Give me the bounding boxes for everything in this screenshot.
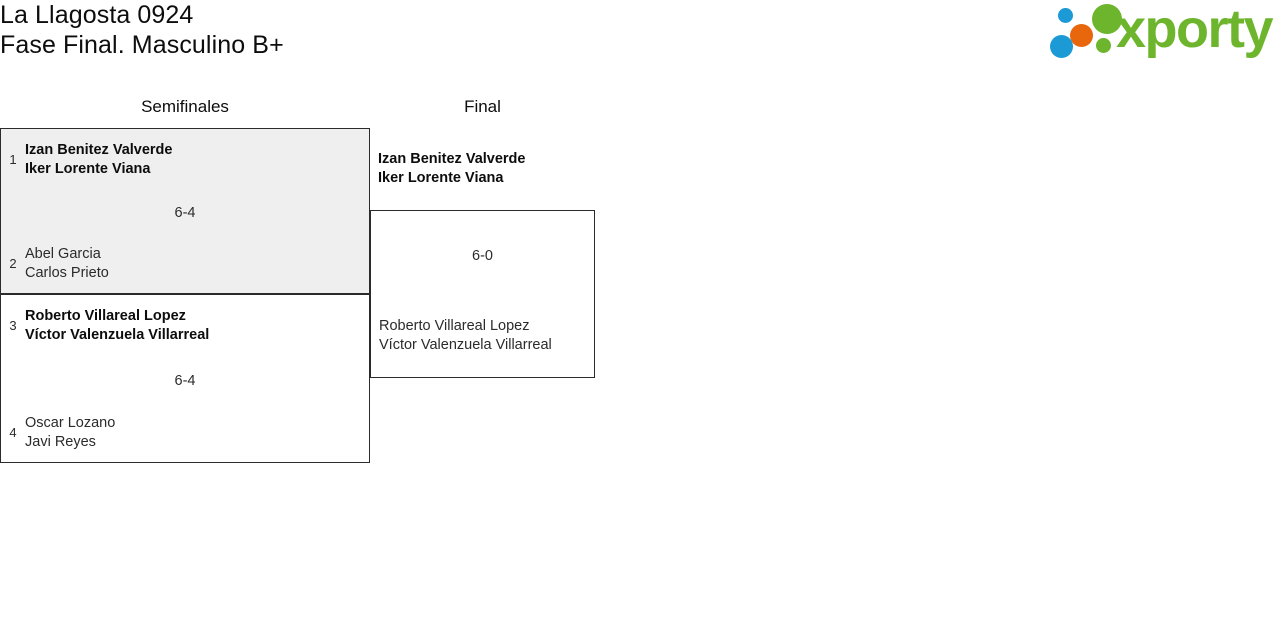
dot-blue-large-icon [1050, 35, 1073, 58]
dot-green-small-icon [1096, 38, 1111, 53]
player-name: Iker Lorente Viana [25, 161, 151, 177]
player-name: Roberto Villareal Lopez [379, 318, 530, 334]
player-name: Víctor Valenzuela Villarreal [379, 337, 552, 353]
dot-orange-icon [1070, 24, 1093, 47]
dot-green-large-icon [1092, 4, 1122, 34]
page-title: La Llagosta 0924 Fase Final. Masculino B… [0, 0, 900, 60]
match-score: 6-4 [174, 205, 196, 221]
team-names: Izan Benitez Valverde Iker Lorente Viana [25, 141, 172, 179]
match-semifinal-2[interactable]: 3 Roberto Villareal Lopez Víctor Valenzu… [0, 294, 370, 463]
player-name: Javi Reyes [25, 434, 96, 450]
player-name: Víctor Valenzuela Villarreal [25, 327, 210, 343]
final-runnerup-team[interactable]: Roberto Villareal Lopez Víctor Valenzuel… [379, 317, 552, 355]
player-name: Iker Lorente Viana [378, 170, 504, 186]
player-name: Roberto Villareal Lopez [25, 308, 186, 324]
seed-number: 3 [9, 318, 17, 333]
team-names: Oscar Lozano Javi Reyes [25, 414, 115, 452]
logo-wordmark: xporty [1116, 0, 1274, 59]
player-name: Carlos Prieto [25, 265, 109, 281]
seed-number: 2 [9, 256, 17, 271]
final-winner-team[interactable]: Izan Benitez Valverde Iker Lorente Viana [378, 150, 525, 188]
xporty-logo: xporty [1046, 0, 1274, 62]
match-semifinal-1[interactable]: 1 Izan Benitez Valverde Iker Lorente Via… [0, 128, 370, 294]
team-names: Roberto Villareal Lopez Víctor Valenzuel… [25, 307, 209, 345]
team-names: Abel Garcia Carlos Prieto [25, 245, 109, 283]
logo-dots-icon [1046, 2, 1122, 60]
match-final[interactable]: 6-0 Roberto Villareal Lopez Víctor Valen… [370, 210, 595, 378]
player-name: Oscar Lozano [25, 415, 116, 431]
dot-blue-small-icon [1058, 8, 1073, 23]
team-seed-3[interactable]: 3 Roberto Villareal Lopez Víctor Valenzu… [1, 307, 369, 345]
team-seed-4[interactable]: 4 Oscar Lozano Javi Reyes [1, 414, 369, 452]
tournament-category: Fase Final. Masculino B+ [0, 31, 284, 59]
player-name: Izan Benitez Valverde [25, 142, 173, 158]
team-seed-1[interactable]: 1 Izan Benitez Valverde Iker Lorente Via… [1, 141, 369, 179]
round-header-semifinals: Semifinales [141, 97, 229, 116]
match-score: 6-0 [472, 248, 493, 264]
tournament-name: La Llagosta 0924 [0, 1, 194, 29]
player-name: Abel Garcia [25, 246, 101, 262]
player-name: Izan Benitez Valverde [378, 151, 526, 167]
team-seed-2[interactable]: 2 Abel Garcia Carlos Prieto [1, 245, 369, 283]
seed-number: 1 [9, 152, 17, 167]
seed-number: 4 [9, 425, 17, 440]
match-score: 6-4 [174, 373, 196, 389]
round-header-final: Final [464, 97, 501, 116]
